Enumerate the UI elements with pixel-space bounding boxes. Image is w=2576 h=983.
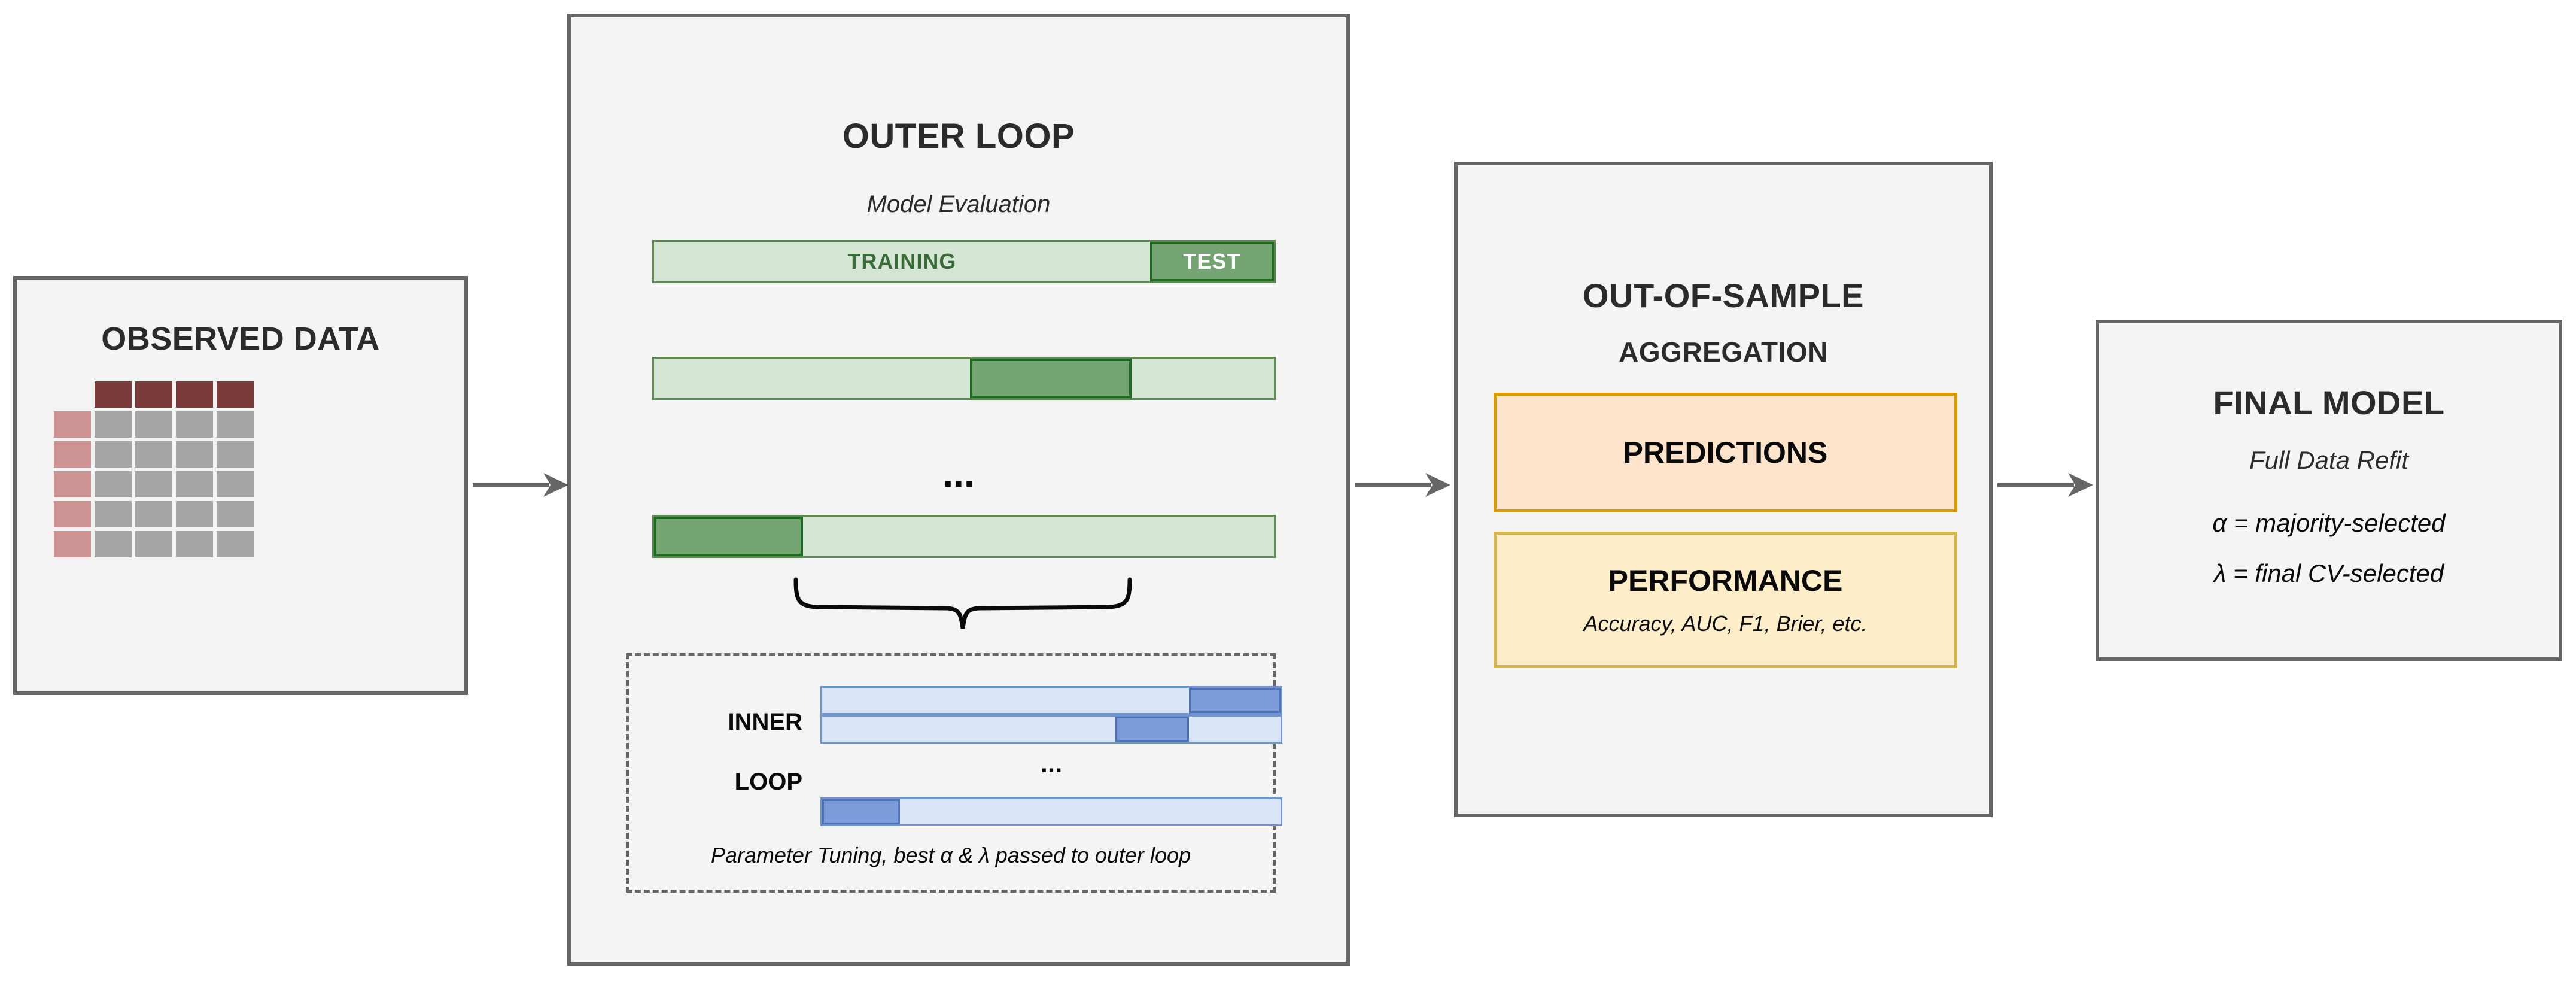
outer-loop-panel: OUTER LOOP Model Evaluation TRAINING TES… <box>567 14 1350 966</box>
data-grid-body-cell <box>95 471 132 497</box>
inner-fold-3-validation-segment <box>822 799 901 824</box>
arrow-aggregation-to-final <box>1997 473 2093 497</box>
outer-loop-subtitle: Model Evaluation <box>866 191 1051 217</box>
data-grid-id-cell <box>54 441 91 468</box>
data-grid-header-cell <box>217 381 254 408</box>
data-grid-header-cell <box>176 381 213 408</box>
data-grid-body-cell <box>95 531 132 557</box>
data-grid-body-cell <box>135 501 172 527</box>
inner-fold-2-training-segment-left <box>822 717 1116 742</box>
outer-fold-1-training-segment: TRAINING <box>654 242 1150 281</box>
data-grid-body-cell <box>176 531 213 557</box>
data-grid-header-cell <box>135 381 172 408</box>
outer-fold-1-test-segment: TEST <box>1149 242 1274 281</box>
inner-fold-2-validation-segment <box>1115 717 1189 742</box>
observed-data-grid <box>54 381 254 557</box>
predictions-box: PREDICTIONS <box>1494 393 1957 512</box>
inner-folds-ellipsis: ... <box>1040 749 1063 778</box>
aggregation-panel: OUT-OF-SAMPLE AGGREGATION PREDICTIONS PE… <box>1454 162 1993 817</box>
inner-fold-2-training-segment-right <box>1188 717 1281 742</box>
data-grid-body-cell <box>135 471 172 497</box>
outer-fold-2-training-segment-left <box>654 359 971 398</box>
inner-fold-2 <box>820 715 1282 744</box>
inner-fold-1 <box>820 686 1282 715</box>
data-grid-body-cell <box>135 441 172 468</box>
final-model-lambda-line: λ = final CV-selected <box>2213 559 2444 587</box>
data-grid-corner-cell <box>54 381 91 408</box>
data-grid-id-cell <box>54 501 91 527</box>
inner-loop-caption: Parameter Tuning, best α & λ passed to o… <box>710 843 1191 867</box>
predictions-title: PREDICTIONS <box>1623 436 1828 469</box>
outer-fold-2-training-segment-right <box>1131 359 1274 398</box>
inner-fold-1-validation-segment <box>1188 688 1281 713</box>
outer-fold-2 <box>652 357 1276 400</box>
inner-loop-box: INNER LOOP ... Parameter Tuning, best α … <box>626 653 1282 893</box>
final-model-subtitle: Full Data Refit <box>2249 446 2409 474</box>
final-model-title: FINAL MODEL <box>2213 384 2445 421</box>
arrow-outer-to-aggregation <box>1355 473 1450 497</box>
observed-data-title: OBSERVED DATA <box>101 321 380 357</box>
data-grid-id-cell <box>54 471 91 497</box>
data-grid-body-cell <box>95 501 132 527</box>
performance-box: PERFORMANCE Accuracy, AUC, F1, Brier, et… <box>1494 532 1957 668</box>
data-grid-body-cell <box>217 471 254 497</box>
outer-loop-title: OUTER LOOP <box>842 117 1075 156</box>
inner-loop-label-line1: INNER <box>728 709 802 735</box>
outer-to-inner-brace <box>792 577 1133 631</box>
data-grid-body-cell <box>176 411 213 438</box>
data-grid-body-cell <box>95 441 132 468</box>
data-grid-id-cell <box>54 411 91 438</box>
data-grid-body-cell <box>176 441 213 468</box>
inner-fold-3-training-segment <box>900 799 1281 824</box>
inner-loop-label-line2: LOOP <box>734 769 802 795</box>
aggregation-title-line2: AGGREGATION <box>1619 336 1828 368</box>
inner-fold-3 <box>820 797 1282 826</box>
arrow-observed-to-outer <box>473 473 568 497</box>
outer-folds-ellipsis: ... <box>942 452 975 495</box>
data-grid-body-cell <box>176 471 213 497</box>
data-grid-body-cell <box>217 441 254 468</box>
data-grid-body-cell <box>95 411 132 438</box>
outer-fold-3-training-segment <box>802 517 1274 556</box>
data-grid-body-cell <box>176 501 213 527</box>
inner-fold-1-training-segment <box>822 688 1189 713</box>
aggregation-title-line1: OUT-OF-SAMPLE <box>1582 277 1865 314</box>
data-grid-body-cell <box>217 501 254 527</box>
final-model-alpha-line: α = majority-selected <box>2212 509 2446 537</box>
data-grid-body-cell <box>217 531 254 557</box>
performance-subtitle: Accuracy, AUC, F1, Brier, etc. <box>1583 611 1868 636</box>
outer-fold-1: TRAINING TEST <box>652 240 1276 283</box>
final-model-panel: FINAL MODEL Full Data Refit α = majority… <box>2096 320 2562 661</box>
outer-fold-3 <box>652 515 1276 558</box>
observed-data-panel: OBSERVED DATA <box>13 276 468 695</box>
outer-fold-3-test-segment <box>654 517 803 556</box>
data-grid-body-cell <box>217 411 254 438</box>
data-grid-body-cell <box>135 531 172 557</box>
data-grid-body-cell <box>135 411 172 438</box>
outer-fold-2-test-segment <box>970 359 1132 398</box>
data-grid-id-cell <box>54 531 91 557</box>
performance-title: PERFORMANCE <box>1608 564 1843 597</box>
data-grid-header-cell <box>95 381 132 408</box>
